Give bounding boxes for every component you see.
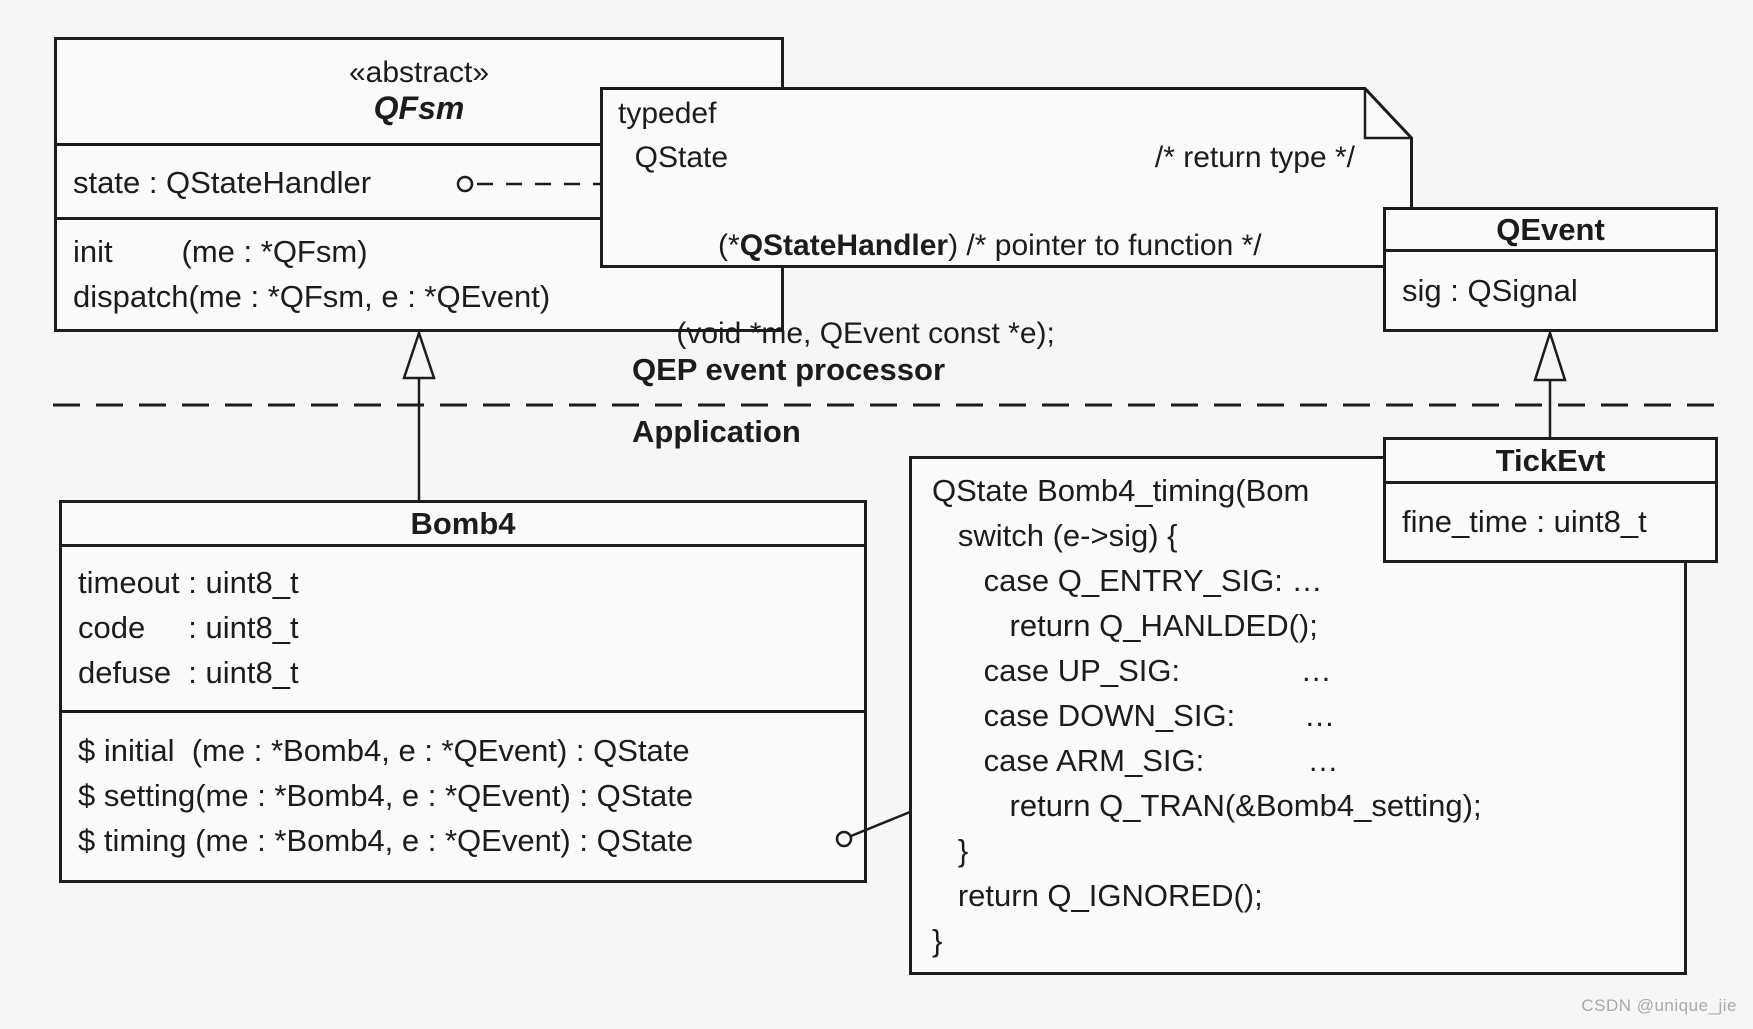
note-outline bbox=[600, 87, 1413, 268]
class-box-qfsm: «abstract» QFsm state : QStateHandler in… bbox=[54, 37, 784, 332]
note-fold-corner bbox=[1363, 88, 1412, 140]
code-line: return Q_HANLDED(); bbox=[932, 608, 1318, 643]
qfsm-operations-compartment: init (me : *QFsm) dispatch(me : *QFsm, e… bbox=[57, 220, 781, 329]
typedef-line3-prefix: (* bbox=[684, 229, 740, 262]
code-line: return Q_TRAN(&Bomb4_setting); bbox=[932, 788, 1482, 823]
qfsm-class-name: QFsm bbox=[373, 90, 465, 126]
qep-event-processor-label: QEP event processor bbox=[632, 352, 946, 387]
bomb4-attribute: code : uint8_t bbox=[78, 610, 299, 645]
code-line: case ARM_SIG: … bbox=[932, 743, 1339, 778]
tickevt-class-name: TickEvt bbox=[1386, 440, 1715, 484]
class-box-tickevt: TickEvt fine_time : uint8_t bbox=[1383, 437, 1718, 563]
class-box-bomb4: Bomb4 timeout : uint8_t code : uint8_t d… bbox=[59, 500, 867, 883]
generalization-arrowhead-qevent bbox=[1533, 328, 1567, 382]
typedef-line: (void *me, QEvent const *e); bbox=[618, 317, 1055, 350]
code-line: } bbox=[932, 833, 969, 868]
qfsm-attributes-compartment: state : QStateHandler bbox=[57, 146, 781, 220]
csdn-watermark: CSDN @unique_jie bbox=[1581, 996, 1737, 1015]
typedef-line: QState /* return type */ bbox=[618, 136, 1403, 180]
bomb4-attribute: defuse : uint8_t bbox=[78, 655, 299, 690]
bomb4-attribute: timeout : uint8_t bbox=[78, 565, 299, 600]
qfsm-stereotype: «abstract» bbox=[348, 56, 490, 89]
qfsm-operation: init (me : *QFsm) bbox=[73, 234, 368, 269]
qevent-class-name: QEvent bbox=[1386, 210, 1715, 252]
tickevt-attribute: fine_time : uint8_t bbox=[1402, 504, 1647, 539]
code-line: case DOWN_SIG: … bbox=[932, 698, 1336, 733]
typedef-return-type-comment: /* return type */ bbox=[1154, 141, 1355, 174]
generalization-arrowhead-qfsm bbox=[402, 329, 436, 380]
code-line: case Q_ENTRY_SIG: … bbox=[932, 563, 1323, 598]
qfsm-title-compartment: «abstract» QFsm bbox=[57, 40, 781, 146]
qevent-attributes-compartment: sig : QSignal bbox=[1386, 252, 1715, 329]
code-line: return Q_IGNORED(); bbox=[932, 878, 1263, 913]
code-line: case UP_SIG: … bbox=[932, 653, 1332, 688]
typedef-line: typedef bbox=[618, 97, 717, 130]
note-shape bbox=[600, 87, 1413, 268]
code-line: } bbox=[932, 923, 943, 958]
qfsm-operation: dispatch(me : *QFsm, e : *QEvent) bbox=[73, 279, 551, 314]
typedef-note-text: typedef QState /* return type */ (*QStat… bbox=[618, 92, 1403, 356]
tickevt-attributes-compartment: fine_time : uint8_t bbox=[1386, 484, 1715, 560]
bomb4-operation: $ initial (me : *Bomb4, e : *QEvent) : Q… bbox=[78, 733, 690, 768]
bomb4-class-name: Bomb4 bbox=[62, 503, 864, 547]
code-line: switch (e->sig) { bbox=[932, 518, 1178, 553]
typedef-note: typedef QState /* return type */ (*QStat… bbox=[600, 87, 1413, 350]
bomb4-attributes-compartment: timeout : uint8_t code : uint8_t defuse … bbox=[62, 547, 864, 713]
typedef-line: (*QStateHandler) /* pointer to function … bbox=[618, 180, 1403, 312]
bomb4-operation: $ timing (me : *Bomb4, e : *QEvent) : QS… bbox=[78, 823, 694, 858]
qevent-attribute: sig : QSignal bbox=[1402, 273, 1578, 308]
bomb4-operation: $ setting(me : *Bomb4, e : *QEvent) : QS… bbox=[78, 778, 694, 813]
bomb4-operations-compartment: $ initial (me : *Bomb4, e : *QEvent) : Q… bbox=[62, 713, 864, 880]
typedef-qstate: QState bbox=[618, 141, 729, 174]
typedef-qstatehandler: QStateHandler bbox=[739, 229, 949, 262]
qfsm-attribute: state : QStateHandler bbox=[73, 165, 372, 200]
typedef-line3-suffix: ) /* pointer to function */ bbox=[948, 229, 1262, 262]
class-box-qevent: QEvent sig : QSignal bbox=[1383, 207, 1718, 332]
code-line: QState Bomb4_timing(Bom bbox=[932, 473, 1310, 508]
application-label: Application bbox=[632, 414, 801, 449]
